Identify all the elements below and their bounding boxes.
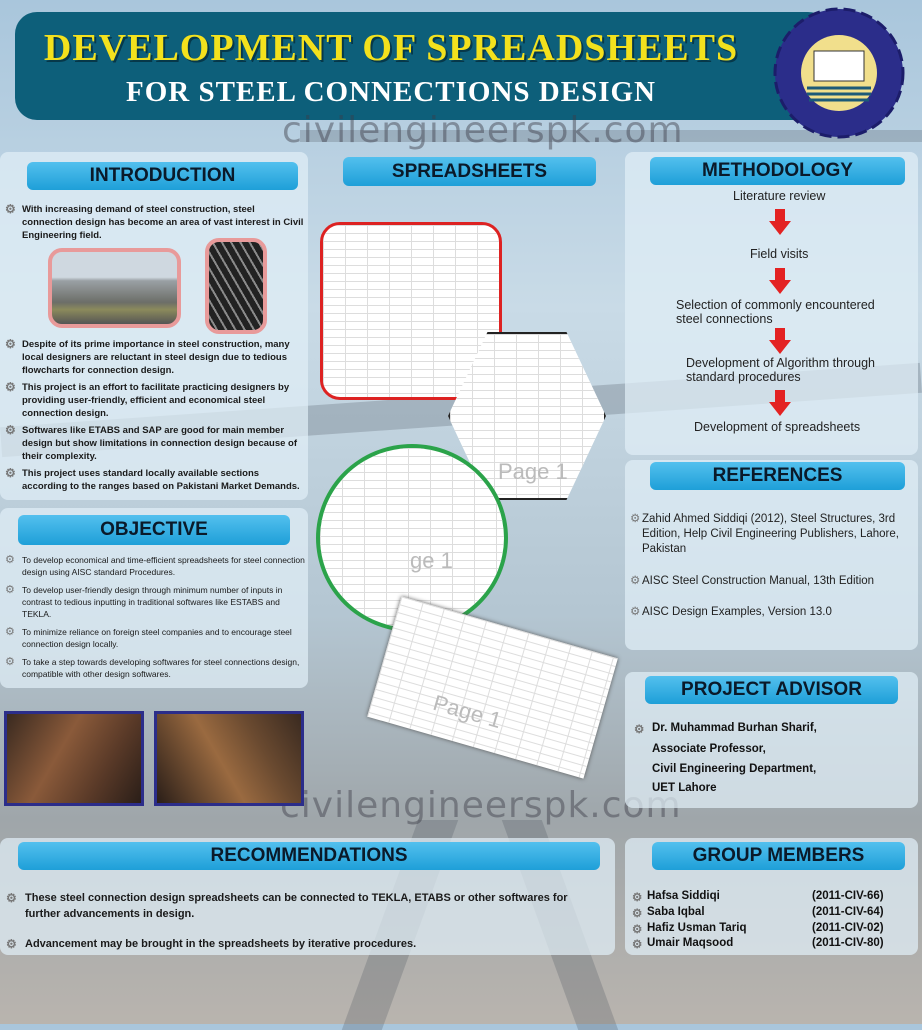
down-arrow-icon bbox=[775, 390, 785, 402]
gear-bullet-icon: ⚙ bbox=[5, 656, 15, 668]
watermark: civilengineerspk.com bbox=[280, 785, 682, 826]
spreadsheet-screenshot: ge 1 bbox=[316, 444, 508, 632]
gear-bullet-icon: ⚙ bbox=[6, 937, 17, 951]
methodology-step: Development of Algorithm through standar… bbox=[686, 356, 875, 384]
watermark: civilengineerspk.com bbox=[282, 110, 684, 151]
down-arrow-icon bbox=[775, 209, 785, 221]
down-arrow-icon bbox=[775, 268, 785, 280]
gear-bullet-icon: ⚙ bbox=[5, 584, 15, 596]
gear-bullet-icon: ⚙ bbox=[632, 892, 643, 904]
page-label: ge 1 bbox=[410, 548, 453, 573]
objective-point: ⚙To develop user-friendly design through… bbox=[5, 584, 283, 619]
advisor-line: Dr. Muhammad Burhan Sharif, bbox=[652, 722, 817, 734]
objective-point: ⚙To develop economical and time-efficien… bbox=[5, 554, 305, 577]
member-id: (2011-CIV-66) bbox=[812, 890, 884, 902]
gear-bullet-icon: ⚙ bbox=[5, 554, 15, 566]
gear-bullet-icon: ⚙ bbox=[6, 891, 17, 905]
advisor-line: UET Lahore bbox=[652, 782, 717, 794]
member-name: Hafsa Siddiqi bbox=[647, 890, 720, 902]
advisor-line: Civil Engineering Department, bbox=[652, 763, 817, 775]
objective-points-list: ⚙To develop economical and time-efficien… bbox=[2, 554, 308, 686]
steel-connection-photo bbox=[154, 711, 304, 806]
gear-bullet-icon: ⚙ bbox=[632, 908, 643, 920]
reference-item: ⚙AISC Steel Construction Manual, 13th Ed… bbox=[630, 575, 875, 587]
gear-bullet-icon: ⚙ bbox=[634, 724, 645, 736]
spreadsheet-screenshot: Page 1 bbox=[367, 596, 618, 779]
intro-point: ⚙This project is an effort to facilitate… bbox=[5, 380, 290, 420]
member-name: Saba Iqbal bbox=[647, 906, 705, 918]
reference-item: ⚙AISC Design Examples, Version 13.0 bbox=[630, 606, 832, 618]
uet-logo bbox=[773, 7, 905, 139]
gear-bullet-icon: ⚙ bbox=[630, 606, 641, 618]
roof-truss-photo bbox=[205, 238, 267, 334]
poster-title: DEVELOPMENT OF SPREADSHEETS bbox=[43, 27, 739, 69]
member-name: Hafiz Usman Tariq bbox=[647, 922, 747, 934]
gear-bullet-icon: ⚙ bbox=[630, 513, 641, 525]
recommendation-point: ⚙These steel connection design spreadshe… bbox=[6, 891, 568, 920]
objective-point: ⚙To minimize reliance on foreign steel c… bbox=[5, 626, 292, 649]
methodology-step: Field visits bbox=[750, 247, 809, 261]
gear-bullet-icon: ⚙ bbox=[632, 939, 643, 951]
methodology-step: Development of spreadsheets bbox=[694, 420, 861, 434]
references-panel bbox=[625, 460, 918, 650]
advisor-line: Associate Professor, bbox=[652, 743, 766, 755]
member-id: (2011-CIV-02) bbox=[812, 922, 884, 934]
gear-bullet-icon: ⚙ bbox=[630, 575, 641, 587]
references-heading: REFERENCES bbox=[650, 462, 905, 490]
background-truss bbox=[300, 130, 922, 142]
steel-connection-photo bbox=[4, 711, 144, 806]
page-label: Page 1 bbox=[498, 459, 568, 484]
objective-point: ⚙To take a step towards developing softw… bbox=[5, 656, 300, 679]
member-id: (2011-CIV-80) bbox=[812, 937, 884, 949]
methodology-step: Literature review bbox=[733, 189, 826, 203]
objective-heading: OBJECTIVE bbox=[18, 515, 290, 545]
intro-point: ⚙Despite of its prime importance in stee… bbox=[5, 337, 290, 377]
down-arrow-icon bbox=[775, 328, 785, 340]
recommendation-point: ⚙Advancement may be brought in the sprea… bbox=[6, 937, 417, 951]
building-photo bbox=[48, 248, 181, 328]
gear-bullet-icon: ⚙ bbox=[5, 626, 15, 638]
gear-bullet-icon: ⚙ bbox=[632, 924, 643, 936]
intro-point: ⚙Softwares like ETABS and SAP are good f… bbox=[5, 423, 297, 463]
poster-subtitle: FOR STEEL CONNECTIONS DESIGN bbox=[126, 76, 656, 108]
recommendations-heading: RECOMMENDATIONS bbox=[18, 842, 600, 870]
methodology-heading: METHODOLOGY bbox=[650, 157, 905, 185]
spreadsheets-heading: SPREADSHEETS bbox=[343, 157, 596, 186]
intro-points-list: ⚙Despite of its prime importance in stee… bbox=[2, 338, 306, 497]
methodology-step: Selection of commonly encountered steel … bbox=[676, 298, 875, 326]
introduction-heading: INTRODUCTION bbox=[27, 162, 298, 190]
reference-item: ⚙Zahid Ahmed Siddiqi (2012), Steel Struc… bbox=[630, 513, 899, 555]
title-banner: DEVELOPMENT OF SPREADSHEETS FOR STEEL CO… bbox=[15, 12, 830, 120]
intro-point: ⚙This project uses standard locally avai… bbox=[5, 466, 300, 493]
advisor-heading: PROJECT ADVISOR bbox=[645, 676, 898, 704]
gear-bullet-icon: ⚙ bbox=[5, 423, 16, 437]
member-name: Umair Maqsood bbox=[647, 937, 734, 949]
gear-bullet-icon: ⚙ bbox=[5, 466, 16, 480]
intro-point: ⚙With increasing demand of steel constru… bbox=[5, 202, 304, 242]
gear-bullet-icon: ⚙ bbox=[5, 380, 16, 394]
member-id: (2011-CIV-64) bbox=[812, 906, 884, 918]
gear-bullet-icon: ⚙ bbox=[5, 337, 16, 351]
group-heading: GROUP MEMBERS bbox=[652, 842, 905, 870]
gear-bullet-icon: ⚙ bbox=[5, 202, 16, 216]
